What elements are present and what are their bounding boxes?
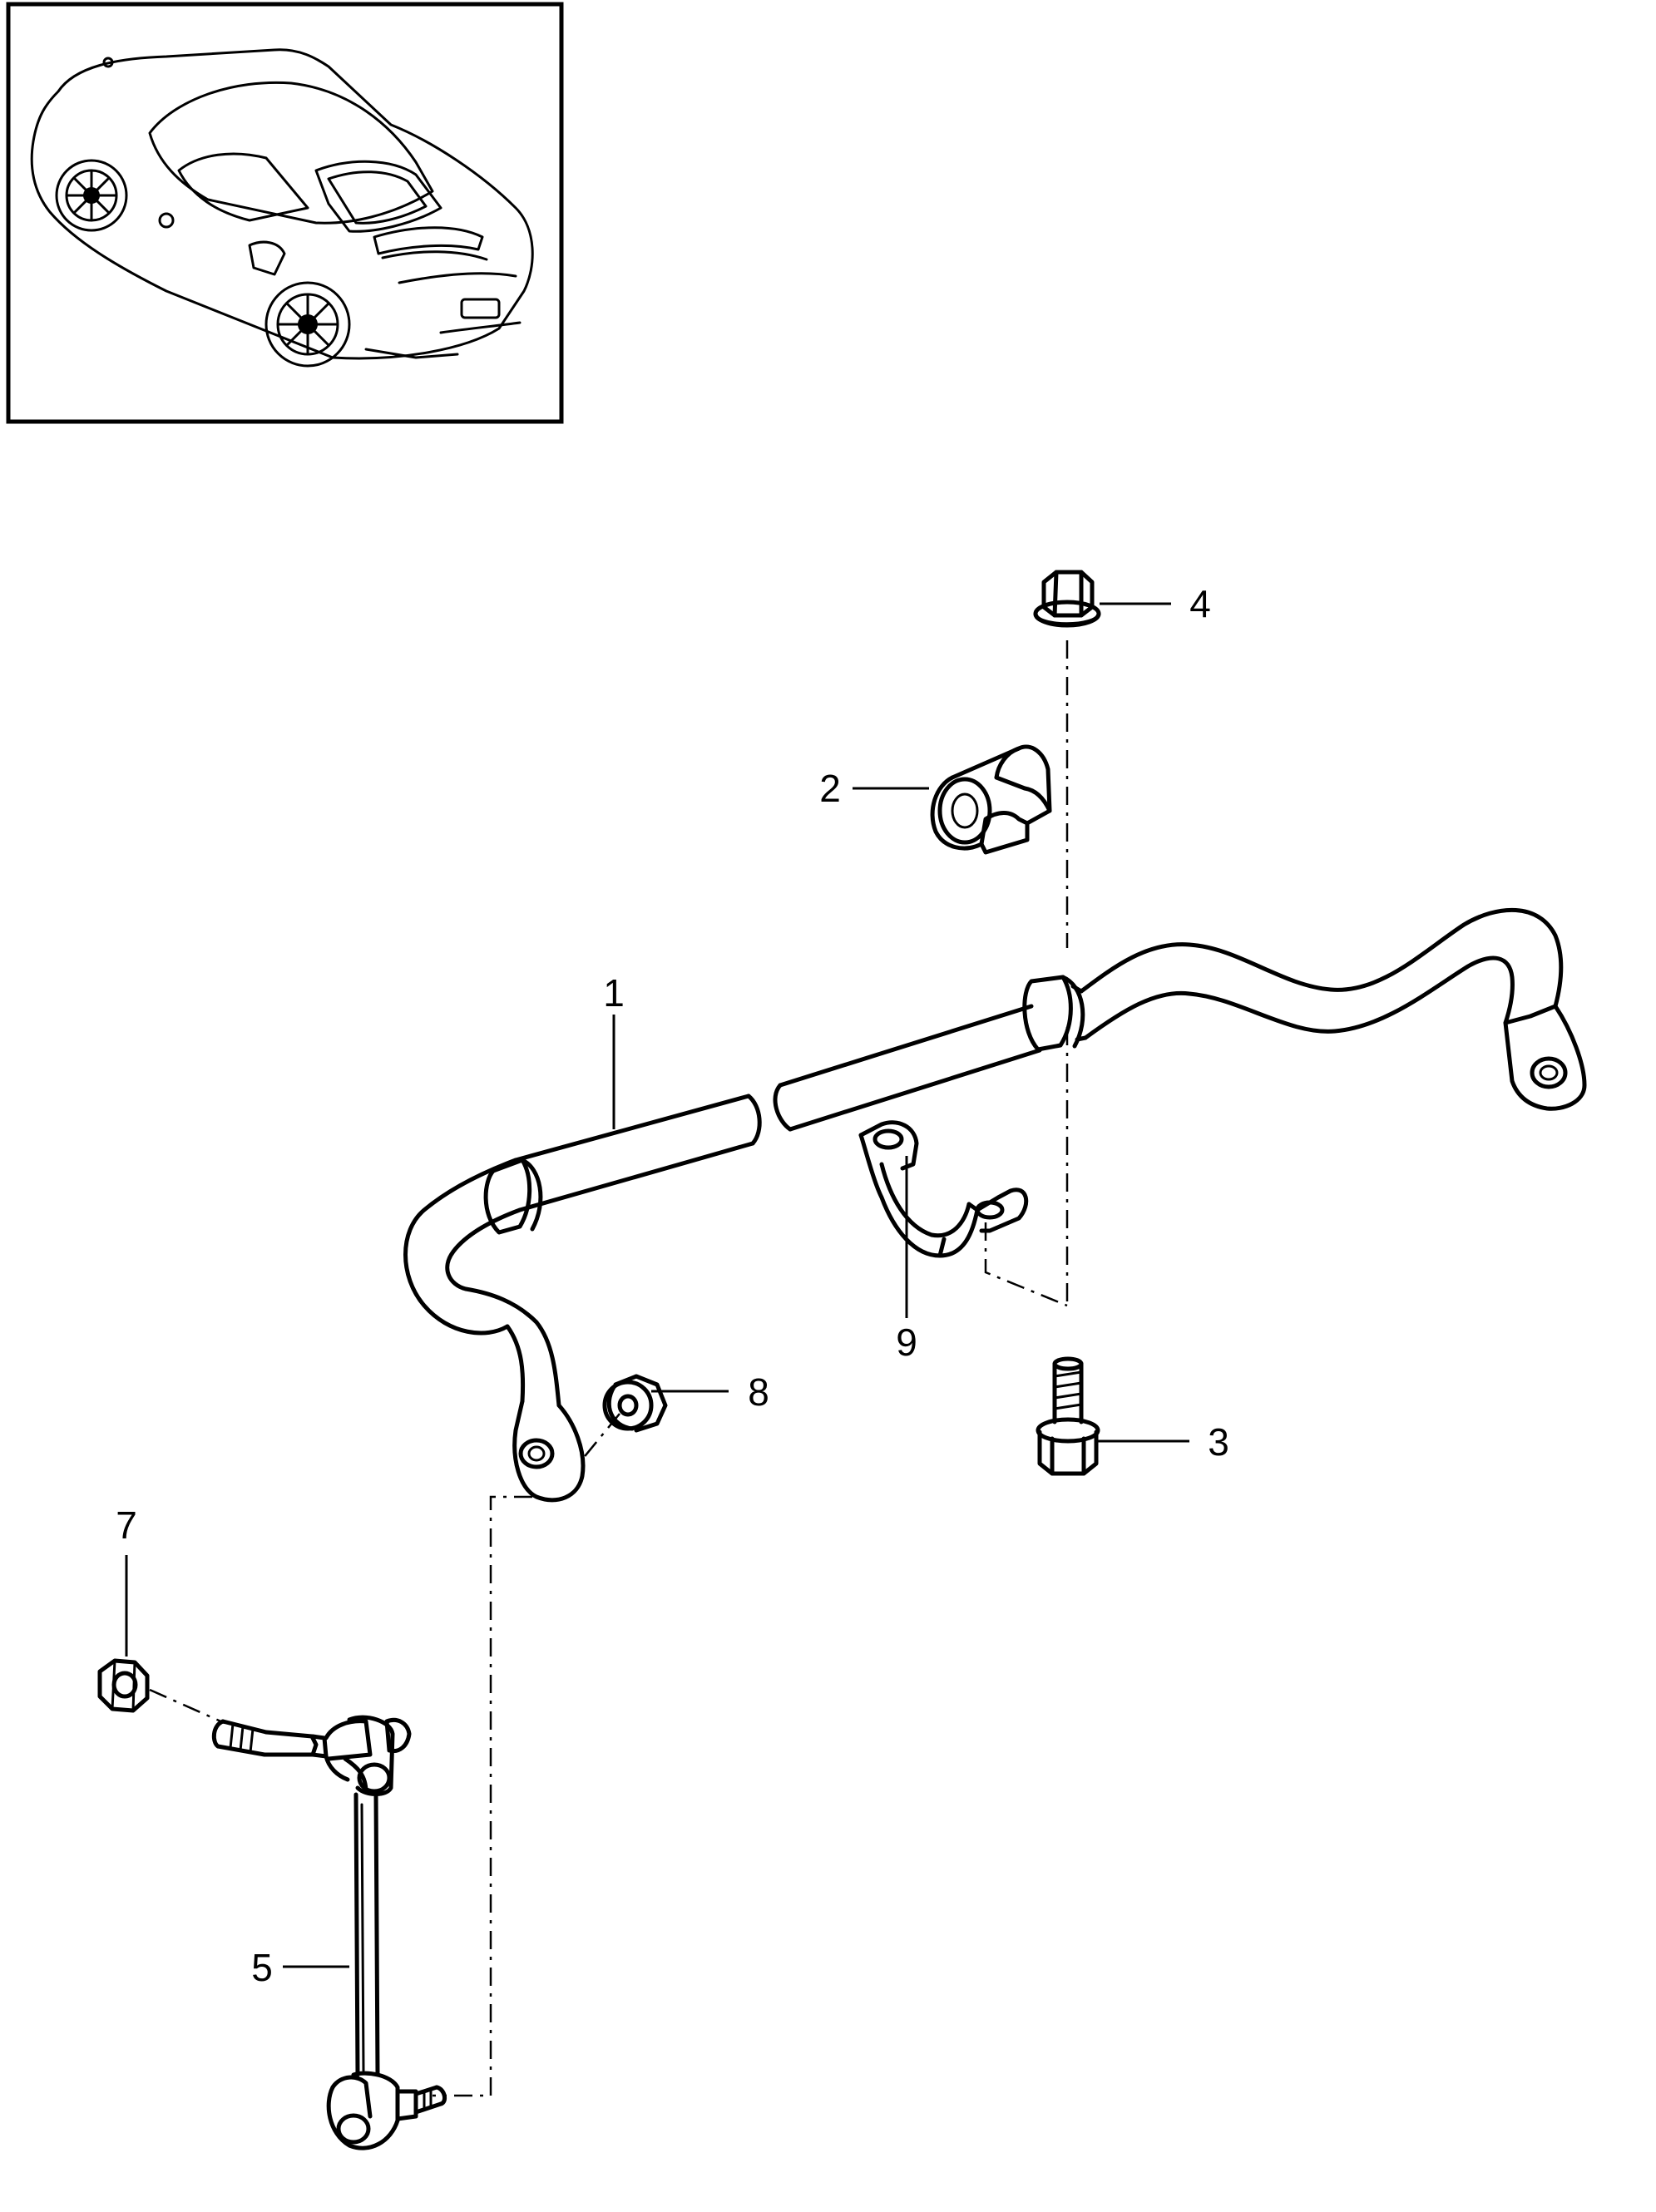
rubber-bushing [930,744,1052,855]
callout-3: 3 [1208,1420,1229,1464]
callout-1: 1 [603,971,625,1015]
coupling-rod [211,1715,447,2150]
callout-8: 8 [748,1370,769,1414]
stabilizer-bar [403,908,1587,1503]
callout-7: 7 [116,1503,137,1547]
car-rear-view-icon [30,48,534,368]
clamp-bracket [858,1120,1029,1258]
flange-nut-top [1033,570,1101,628]
hex-flange-bolt [1036,1356,1100,1476]
callout-2: 2 [819,767,841,810]
flange-nut-middle [602,1374,668,1433]
callout-9: 9 [896,1321,917,1364]
car-inset-panel [6,2,564,424]
callout-4: 4 [1189,582,1211,625]
callout-labels: 1 2 3 4 5 7 8 9 [116,582,1229,1989]
assembly-guide-lines [149,640,1069,2097]
callout-5: 5 [251,1946,273,1989]
leader-lines [125,602,1189,1968]
hex-nut-small [97,1658,150,1713]
